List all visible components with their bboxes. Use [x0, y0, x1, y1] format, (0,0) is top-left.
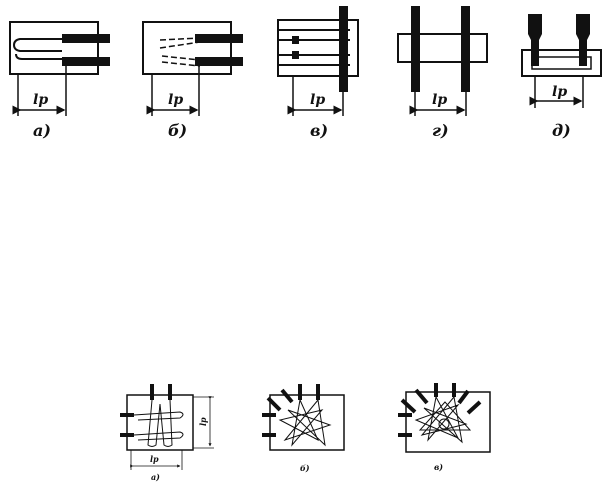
- fig-top-d-dim-label: lp: [552, 84, 567, 100]
- fig-top-a-terminal-bottom: [62, 57, 110, 66]
- fig-bottom-b-frame: [269, 394, 345, 451]
- fig-top-d-electrode-left: [528, 14, 542, 66]
- fig-bottom-b-star: [278, 398, 332, 447]
- fig-bottom-a-caption: а): [151, 472, 160, 482]
- fig-top-a-frame: [9, 21, 99, 75]
- fig-top-a-terminal-top: [62, 34, 110, 43]
- fig-top-g-electrode-left: [411, 6, 420, 92]
- fig-top-a-serpentine: [12, 38, 65, 52]
- fig-top-d-frame-outer: [521, 49, 602, 77]
- fig-bottom-v-star: [414, 395, 472, 444]
- fig-bottom-a-frame: [126, 394, 194, 451]
- fig-bottom-a-dim-label-h: lp: [150, 454, 159, 464]
- fig-top-v-dim-label: lp: [310, 92, 325, 108]
- fig-top-d: lp д): [521, 14, 602, 140]
- fig-top-a-dim-label: lp: [33, 92, 48, 108]
- fig-top-g-electrode-right: [461, 6, 470, 92]
- fig-bottom-b: б): [262, 384, 345, 473]
- fig-top-v-frame: [277, 19, 359, 77]
- fig-bottom-a-dim-label-v: lp: [198, 417, 208, 426]
- fig-top-v: lp в): [277, 6, 359, 140]
- fig-top-b-caption: б): [168, 121, 187, 140]
- fig-top-d-caption: д): [552, 121, 571, 140]
- fig-top-b: lp б): [142, 21, 243, 140]
- fig-top-a-caption: а): [33, 121, 51, 140]
- fig-top-g-dim-label: lp: [432, 92, 447, 108]
- fig-top-v-caption: в): [310, 121, 328, 140]
- fig-top-g-frame: [397, 33, 488, 63]
- fig-top-g: lp г): [397, 6, 488, 140]
- fig-top-b-dim-label: lp: [168, 92, 183, 108]
- fig-top-b-terminal-top: [195, 34, 243, 43]
- fig-top-d-electrode-right: [576, 14, 590, 66]
- fig-bottom-a-serpentine: [133, 411, 184, 441]
- fig-top-a: lp а): [9, 21, 110, 140]
- fig-bottom-v-caption: в): [434, 462, 443, 472]
- fig-top-b-terminal-bottom: [195, 57, 243, 66]
- fig-bottom-v-frame: [405, 391, 491, 453]
- fig-top-v-electrode: [339, 6, 348, 92]
- fig-bottom-v: в): [398, 383, 491, 472]
- fig-bottom-a: lp lp а): [120, 384, 214, 482]
- fig-top-g-caption: г): [432, 121, 449, 140]
- fig-top-b-frame: [142, 21, 232, 75]
- fig-bottom-b-caption: б): [300, 463, 310, 473]
